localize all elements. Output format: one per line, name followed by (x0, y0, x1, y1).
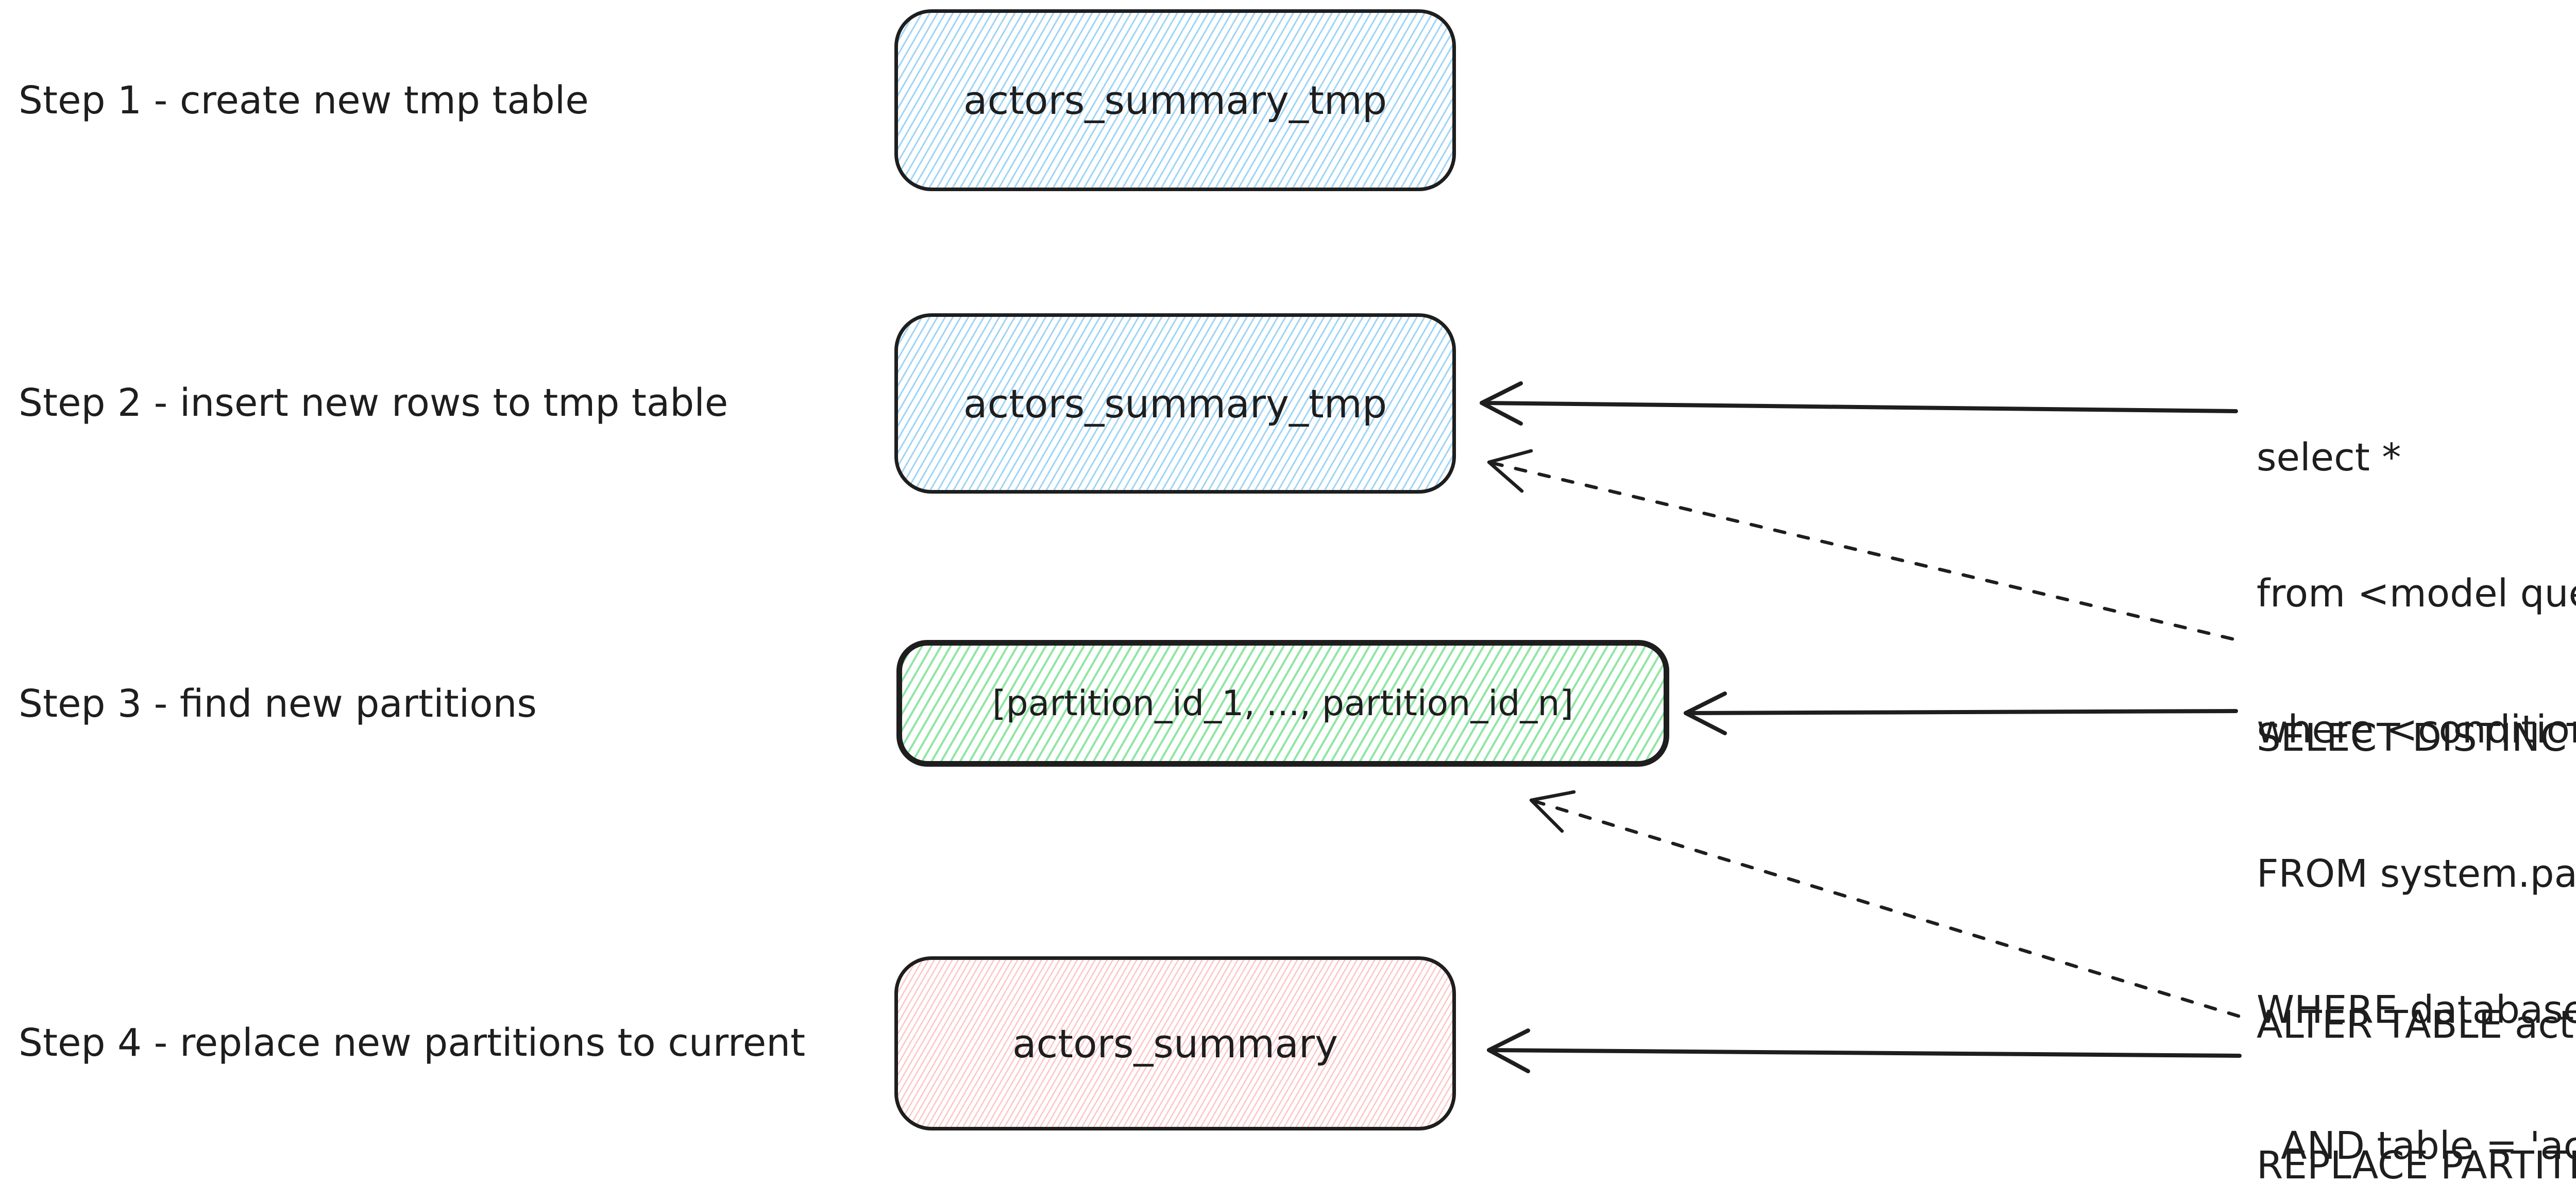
node-tmp-table-step1: actors_summary_tmp (894, 9, 1456, 191)
sql-line: REPLACE PARTITION partition_id_1 (2257, 1143, 2576, 1188)
sql-line: WHERE database = <database> (2257, 988, 2576, 1032)
sql-line: ALTER TABLE actors_summary (2257, 1003, 2576, 1047)
step-4-label: Step 4 - replace new partitions to curre… (19, 1021, 806, 1065)
sql-find-new-partitions: SELECT DISTINCT partition_id FROM system… (2257, 624, 2576, 1199)
sql-line: SELECT DISTINCT partition_id (2257, 716, 2576, 760)
sql-line: from <model query> (2257, 571, 2576, 616)
sql-line: select * (2257, 435, 2401, 480)
sql-line: FROM system.parts (2257, 852, 2576, 896)
node-tmp-table-step2-label: actors_summary_tmp (963, 380, 1387, 427)
arrow-insert-sql-to-tmp-table (1480, 381, 2238, 426)
sql-replace-partitions: ALTER TABLE actors_summary REPLACE PARTI… (2257, 908, 2576, 1199)
node-partition-list-label: [partition_id_1, ..., partition_id_n] (992, 683, 1574, 724)
sql-line: where <condition to identify new> (2257, 707, 2576, 752)
step-2-label: Step 2 - insert new rows to tmp table (19, 381, 728, 425)
arrow-find-partitions-sql-to-tmp-table-dashed (1487, 449, 2234, 641)
sql-insert-new-rows: select * from <model query> where <condi… (2257, 344, 2576, 843)
arrow-replace-sql-to-actors-summary (1487, 1028, 2242, 1073)
node-partition-list: [partition_id_1, ..., partition_id_n] (896, 640, 1669, 767)
step-1-label: Step 1 - create new tmp table (19, 78, 589, 123)
node-tmp-table-step1-label: actors_summary_tmp (963, 77, 1387, 123)
sql-line: AND table = 'actors_summary_tmp' (2281, 1124, 2576, 1168)
node-actors-summary-label: actors_summary (1012, 1020, 1338, 1067)
node-tmp-table-step2: actors_summary_tmp (894, 313, 1456, 494)
arrow-replace-sql-to-partition-list-dashed (1529, 790, 2241, 1018)
step-3-label: Step 3 - find new partitions (19, 682, 537, 726)
arrow-find-partitions-sql-to-partition-list (1684, 691, 2238, 735)
node-actors-summary: actors_summary (894, 956, 1456, 1130)
